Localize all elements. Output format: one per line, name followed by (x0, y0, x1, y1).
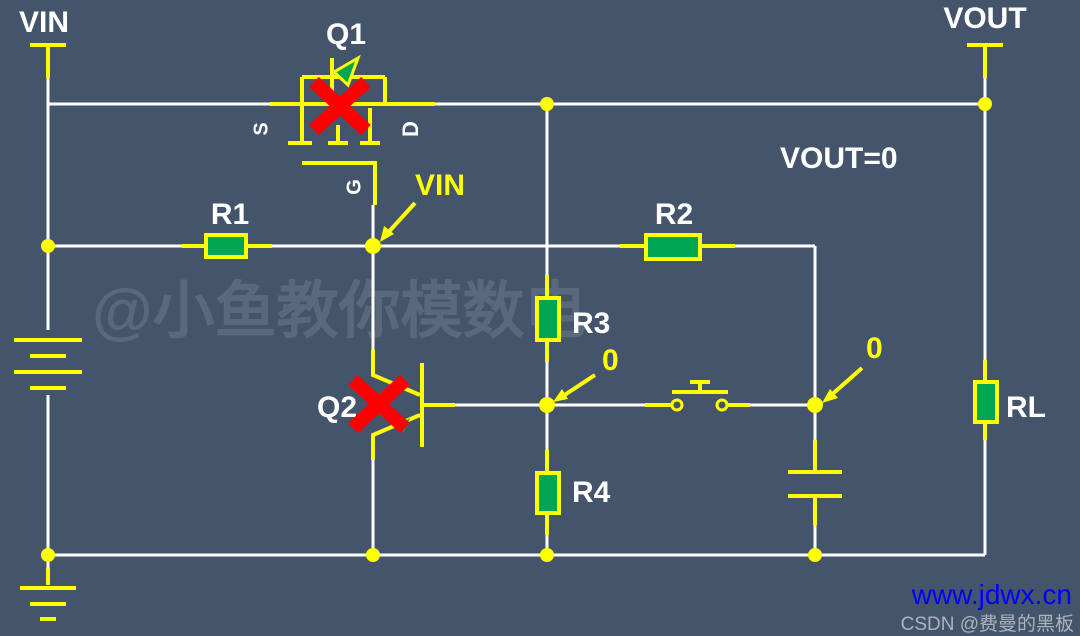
junction-dots (41, 97, 992, 562)
rl-label: RL (1006, 391, 1046, 424)
vin-terminal-label: VIN (19, 6, 69, 39)
diagonal-watermark: @小鱼教你模数电 (92, 277, 586, 346)
arrow-icon (380, 201, 864, 403)
resistor-r1 (182, 233, 272, 259)
r4-label: R4 (572, 476, 611, 509)
resistor-r4 (535, 450, 561, 535)
capacitor-icon (788, 440, 842, 525)
q2-disabled-x-icon (348, 374, 410, 434)
battery-icon (14, 338, 82, 390)
q2-label: Q2 (317, 391, 357, 424)
gate-node-label: VIN (415, 169, 465, 202)
r2-label: R2 (655, 198, 693, 231)
r1-label: R1 (211, 198, 249, 231)
q1-disabled-x-icon (309, 76, 371, 136)
mosfet-q1-icon (270, 54, 435, 205)
base-node-label: 0 (602, 344, 619, 377)
csdn-watermark: CSDN @费曼的黑板 (901, 613, 1074, 635)
r3-label: R3 (572, 307, 610, 340)
gate-label: G (343, 179, 365, 195)
source-label: S (250, 122, 272, 135)
vout-terminal-label: VOUT (943, 2, 1026, 35)
site-watermark: www.jdwx.cn (911, 579, 1072, 610)
pushbutton-switch-icon (645, 380, 750, 412)
resistor-r3 (535, 275, 561, 362)
vin-terminal (30, 43, 66, 78)
resistor-rl (973, 360, 999, 440)
vout-terminal (967, 43, 1003, 78)
q1-label: Q1 (326, 18, 366, 51)
cap-node-label: 0 (866, 332, 883, 365)
vout-state-label: VOUT=0 (780, 142, 898, 175)
ground-icon (20, 568, 76, 621)
drain-label: D (398, 121, 423, 137)
resistor-r2 (620, 233, 735, 261)
